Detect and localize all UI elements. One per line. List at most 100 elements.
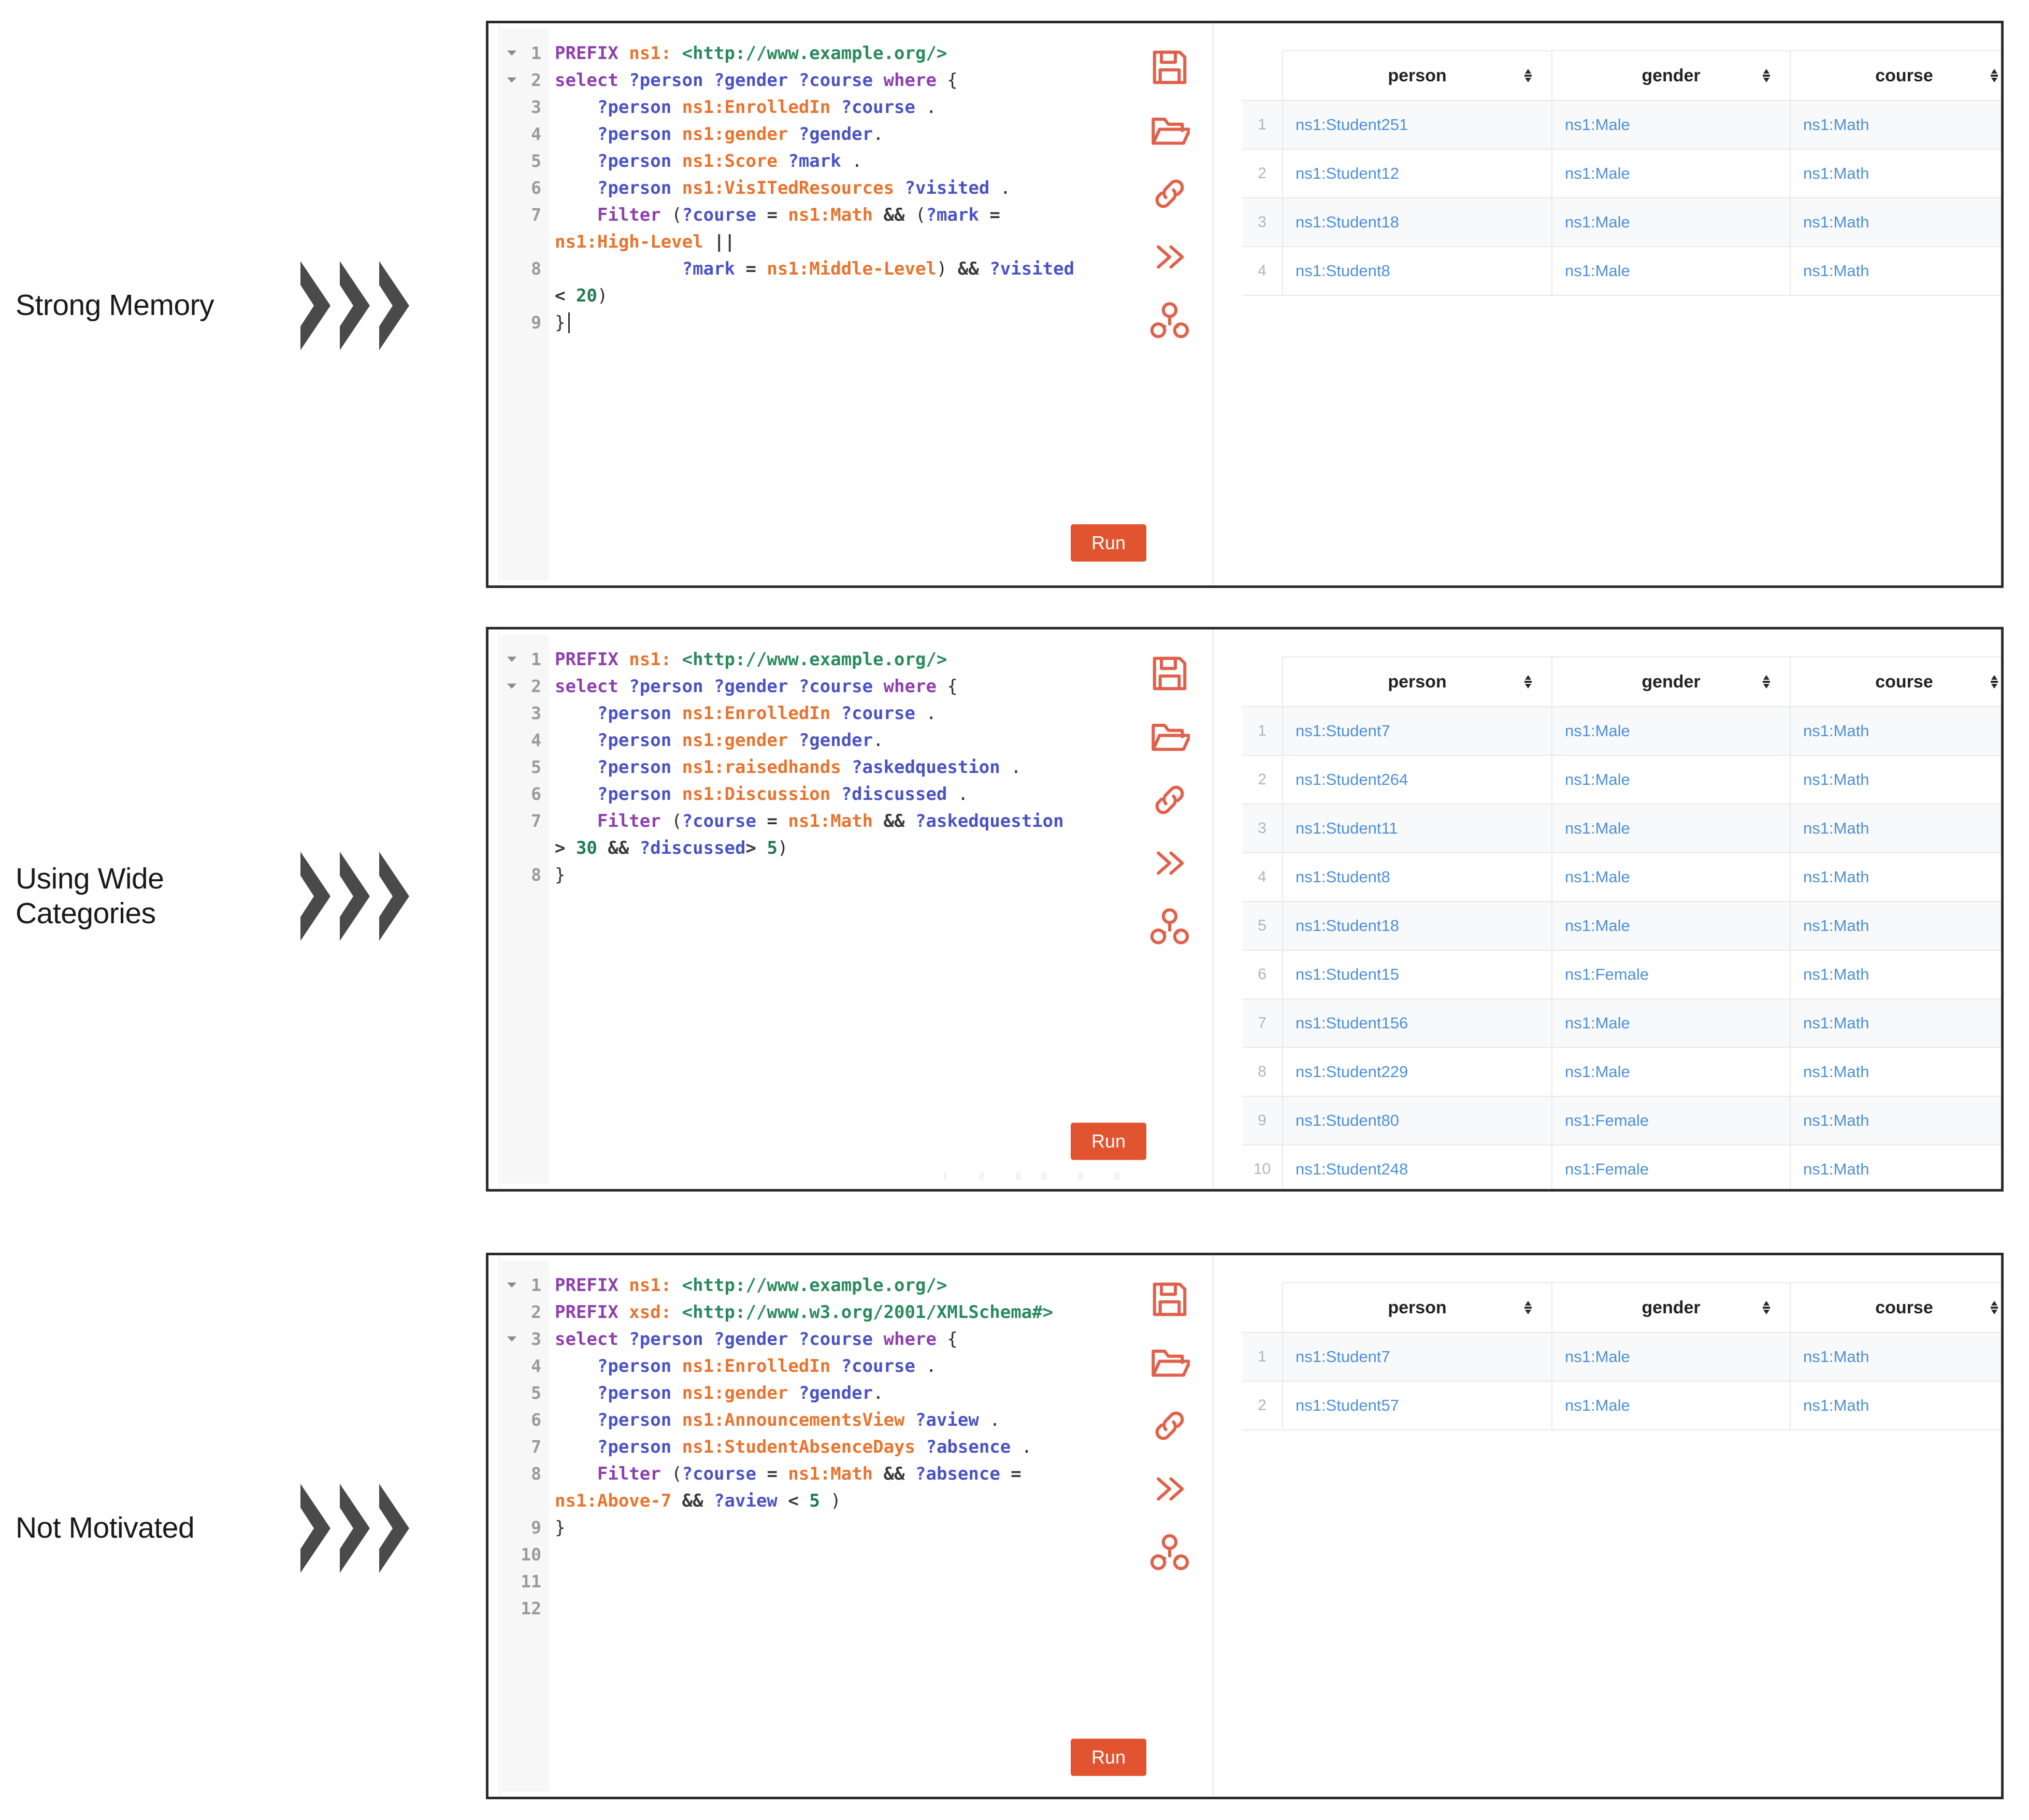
cell-course[interactable]: ns1:Math [1790, 246, 2001, 296]
sort-updown-icon[interactable] [1761, 1300, 1772, 1315]
sort-updown-icon[interactable] [1522, 1300, 1534, 1315]
cell-gender[interactable]: ns1:Female [1551, 950, 1791, 999]
link-icon[interactable] [1149, 174, 1190, 214]
cell-gender[interactable]: ns1:Male [1551, 149, 1791, 198]
cell-gender[interactable]: ns1:Male [1551, 1381, 1791, 1430]
fold-arrow-icon[interactable] [507, 1336, 516, 1342]
cell-course[interactable]: ns1:Math [1790, 100, 2001, 150]
cell-course[interactable]: ns1:Math [1790, 1096, 2001, 1145]
save-icon[interactable] [1149, 1279, 1190, 1320]
column-header-gender[interactable]: gender [1551, 50, 1791, 101]
cell-gender[interactable]: ns1:Female [1551, 1096, 1791, 1145]
cell-course[interactable]: ns1:Math [1790, 901, 2001, 951]
cell-person[interactable]: ns1:Student12 [1282, 149, 1552, 198]
cell-course[interactable]: ns1:Math [1790, 706, 2001, 756]
cell-gender[interactable]: ns1:Female [1551, 1144, 1791, 1189]
cell-person[interactable]: ns1:Student11 [1282, 804, 1552, 853]
graph-nodes-icon[interactable] [1149, 300, 1190, 340]
cell-gender[interactable]: ns1:Male [1551, 1332, 1791, 1382]
run-button[interactable]: Run [1070, 524, 1146, 562]
cell-course[interactable]: ns1:Math [1790, 197, 2001, 247]
cell-gender[interactable]: ns1:Male [1551, 100, 1791, 150]
cell-gender[interactable]: ns1:Male [1551, 197, 1791, 247]
open-folder-icon[interactable] [1149, 716, 1190, 757]
cell-course[interactable]: ns1:Math [1790, 1381, 2001, 1430]
cell-person[interactable]: ns1:Student7 [1282, 706, 1552, 756]
code-token: ?person [555, 757, 682, 778]
link-icon[interactable] [1149, 780, 1190, 820]
line-number-row: 2 [501, 67, 549, 94]
cell-course[interactable]: ns1:Math [1790, 1144, 2001, 1189]
cell-gender[interactable]: ns1:Male [1551, 852, 1791, 902]
sort-updown-icon[interactable] [1522, 68, 1534, 83]
fold-arrow-icon[interactable] [507, 50, 516, 56]
cell-person[interactable]: ns1:Student18 [1282, 901, 1552, 951]
link-icon[interactable] [1149, 1406, 1190, 1446]
column-header-gender[interactable]: gender [1551, 656, 1791, 707]
cell-person[interactable]: ns1:Student229 [1282, 1047, 1552, 1097]
column-header-person[interactable]: person [1282, 1282, 1552, 1333]
cell-person[interactable]: ns1:Student15 [1282, 950, 1552, 999]
double-chevron-right-icon[interactable] [1149, 843, 1190, 883]
sort-updown-icon[interactable] [1989, 68, 2000, 83]
column-header-person[interactable]: person [1282, 656, 1552, 707]
cell-course[interactable]: ns1:Math [1790, 149, 2001, 198]
code-content[interactable]: PREFIX ns1: <http://www.example.org/>PRE… [555, 1272, 1078, 1541]
line-number-row: 7 [501, 808, 549, 862]
column-header-course[interactable]: course [1790, 1282, 2001, 1333]
sort-updown-icon[interactable] [1522, 674, 1534, 690]
cell-gender[interactable]: ns1:Male [1551, 998, 1791, 1048]
fold-arrow-icon[interactable] [507, 683, 516, 689]
cell-gender[interactable]: ns1:Male [1551, 804, 1791, 853]
cell-course[interactable]: ns1:Math [1790, 950, 2001, 999]
save-icon[interactable] [1149, 653, 1190, 694]
open-folder-icon[interactable] [1149, 110, 1190, 151]
sort-updown-icon[interactable] [1989, 1300, 2000, 1315]
cell-person[interactable]: ns1:Student264 [1282, 755, 1552, 805]
cell-gender[interactable]: ns1:Male [1551, 901, 1791, 951]
fold-arrow-icon[interactable] [507, 656, 516, 662]
code-content[interactable]: PREFIX ns1: <http://www.example.org/>sel… [555, 40, 1078, 336]
column-header-gender[interactable]: gender [1551, 1282, 1791, 1333]
cell-person[interactable]: ns1:Student8 [1282, 246, 1552, 296]
cell-person[interactable]: ns1:Student80 [1282, 1096, 1552, 1145]
cell-course[interactable]: ns1:Math [1790, 998, 2001, 1048]
run-button[interactable]: Run [1070, 1739, 1146, 1776]
column-header-course[interactable]: course [1790, 50, 2001, 101]
fold-arrow-icon[interactable] [507, 77, 516, 83]
cell-person[interactable]: ns1:Student8 [1282, 852, 1552, 902]
double-chevron-right-icon[interactable] [1149, 237, 1190, 277]
cell-gender[interactable]: ns1:Male [1551, 1047, 1791, 1097]
cell-course[interactable]: ns1:Math [1790, 1047, 2001, 1097]
cell-person[interactable]: ns1:Student156 [1282, 998, 1552, 1048]
cell-gender[interactable]: ns1:Male [1551, 706, 1791, 756]
graph-nodes-icon[interactable] [1149, 906, 1190, 947]
code-content[interactable]: PREFIX ns1: <http://www.example.org/>sel… [555, 646, 1078, 888]
sort-updown-icon[interactable] [1989, 674, 2000, 690]
sort-updown-icon[interactable] [1761, 674, 1772, 690]
cell-gender[interactable]: ns1:Male [1551, 755, 1791, 805]
run-button[interactable]: Run [1070, 1123, 1146, 1160]
fold-arrow-icon[interactable] [507, 1282, 516, 1288]
cell-course[interactable]: ns1:Math [1790, 1332, 2001, 1382]
column-header-person[interactable]: person [1282, 50, 1552, 101]
save-icon[interactable] [1149, 47, 1190, 88]
cell-course[interactable]: ns1:Math [1790, 852, 2001, 902]
cell-person[interactable]: ns1:Student251 [1282, 100, 1552, 150]
graph-nodes-icon[interactable] [1149, 1532, 1190, 1572]
cell-person[interactable]: ns1:Student7 [1282, 1332, 1552, 1382]
cell-person[interactable]: ns1:Student18 [1282, 197, 1552, 247]
cell-course[interactable]: ns1:Math [1790, 755, 2001, 805]
column-header-course[interactable]: course [1790, 656, 2001, 707]
cell-course[interactable]: ns1:Math [1790, 804, 2001, 853]
double-chevron-right-icon[interactable] [1149, 1469, 1190, 1509]
cell-person[interactable]: ns1:Student57 [1282, 1381, 1552, 1430]
sort-updown-icon[interactable] [1761, 68, 1772, 83]
open-folder-icon[interactable] [1149, 1342, 1190, 1383]
cell-gender[interactable]: ns1:Male [1551, 246, 1791, 296]
cell-person[interactable]: ns1:Student248 [1282, 1144, 1552, 1189]
